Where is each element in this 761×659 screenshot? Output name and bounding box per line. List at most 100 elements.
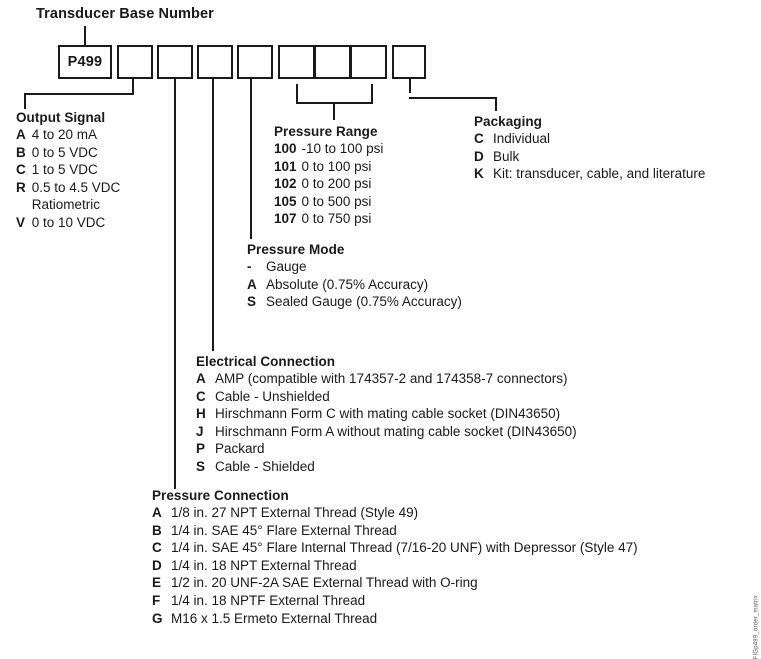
section-heading: Pressure Mode (247, 242, 345, 257)
option-desc: Packard (215, 441, 265, 457)
option-desc: Cable - Unshielded (215, 388, 330, 404)
leader-output-signal-horizontal (24, 93, 134, 95)
option-row-continuation: Ratiometric (16, 196, 120, 214)
option-row: J Hirschmann Form A without mating cable … (196, 423, 577, 441)
option-code: V (16, 214, 26, 230)
option-code: - (247, 259, 252, 274)
option-desc: 0 to 100 psi (301, 158, 372, 174)
leader-pressure-range-bracket-left (296, 84, 298, 104)
code-box-electrical-connection[interactable] (197, 45, 233, 79)
section-heading: Output Signal (16, 110, 106, 125)
option-row: V 0 to 10 VDC (16, 214, 120, 232)
leader-packaging-stub (409, 79, 411, 93)
option-code: 100 (274, 141, 297, 156)
option-desc: Gauge (266, 259, 307, 274)
option-row: 100 -10 to 100 psi (274, 140, 383, 158)
code-box-pressure-connection[interactable] (157, 45, 193, 79)
option-code: G (152, 610, 163, 626)
option-code: 107 (274, 211, 297, 227)
option-desc: Individual (493, 131, 551, 146)
code-box-pressure-mode[interactable] (237, 45, 273, 79)
option-desc: 1/4 in. SAE 45° Flare Internal Thread (7… (171, 540, 638, 556)
option-code: D (152, 557, 162, 573)
option-row: A AMP (compatible with 174357-2 and 17435… (196, 370, 577, 388)
section-heading: Electrical Connection (196, 354, 336, 369)
option-list: A AMP (compatible with 174357-2 and 17435… (196, 370, 577, 476)
option-row: -Gauge (247, 258, 462, 276)
option-desc: 0 to 750 psi (301, 211, 372, 227)
option-code: A (247, 276, 257, 292)
code-box-pressure-range-3[interactable] (350, 45, 387, 79)
option-code: P (196, 441, 206, 457)
option-code: A (16, 127, 26, 142)
option-code: R (16, 179, 26, 195)
option-desc: M16 x 1.5 Ermeto External Thread (171, 610, 378, 626)
option-code: H (196, 406, 206, 422)
option-list: A 1/8 in. 27 NPT External Thread (Style 4… (152, 504, 638, 627)
option-desc: Hirschmann Form A without mating cable s… (215, 423, 577, 439)
option-desc: 1 to 5 VDC (31, 162, 98, 178)
option-desc: 0 to 5 VDC (31, 144, 98, 160)
option-row: G M16 x 1.5 Ermeto External Thread (152, 610, 638, 628)
option-desc: 0 to 10 VDC (31, 214, 106, 230)
option-desc: 1/4 in. SAE 45° Flare External Thread (171, 522, 397, 538)
option-desc: Hirschmann Form C with mating cable sock… (215, 406, 561, 422)
option-desc: Cable - Shielded (215, 458, 315, 474)
option-code: A (196, 371, 206, 386)
option-code: K (474, 166, 484, 182)
option-row: H Hirschmann Form C with mating cable soc… (196, 405, 577, 423)
option-code: J (196, 423, 204, 439)
option-code: C (474, 131, 484, 146)
option-row: A 4 to 20 mA (16, 126, 120, 144)
leader-output-signal-stub (132, 79, 134, 93)
option-row: D Bulk (474, 148, 705, 166)
option-row: C Cable - Unshielded (196, 388, 577, 406)
option-code: F (152, 592, 161, 608)
leader-packaging-horizontal (409, 97, 497, 99)
option-desc: 1/4 in. 18 NPTF External Thread (171, 592, 366, 608)
leader-output-signal-drop (24, 93, 26, 109)
title-leader-line (84, 26, 86, 45)
option-desc: 0 to 200 psi (301, 176, 372, 192)
code-box-output-signal[interactable] (117, 45, 153, 79)
section-heading: Packaging (474, 114, 542, 129)
leader-pressure-connection (174, 79, 176, 489)
option-code (16, 196, 32, 214)
leader-pressure-range-stem (333, 102, 335, 120)
option-desc: -10 to 100 psi (301, 141, 384, 156)
option-row: P Packard (196, 440, 577, 458)
page-title: Transducer Base Number (36, 6, 214, 22)
option-desc: 0 to 500 psi (301, 193, 372, 209)
option-code: D (474, 148, 484, 164)
code-box-pressure-range-2[interactable] (314, 45, 351, 79)
section-heading: Pressure Range (274, 124, 378, 139)
option-code: C (152, 540, 162, 556)
code-box-packaging[interactable] (392, 45, 426, 79)
code-box-pressure-range-1[interactable] (278, 45, 315, 79)
leader-electrical-connection (212, 79, 214, 351)
option-code: 101 (274, 158, 297, 174)
option-desc: Bulk (493, 148, 520, 164)
option-code: C (196, 388, 206, 404)
option-code: 105 (274, 193, 297, 209)
option-desc: 1/8 in. 27 NPT External Thread (Style 49… (171, 505, 419, 520)
option-code: B (16, 144, 26, 160)
figure-caption: FIGp499_order_matrix (753, 595, 759, 659)
option-desc: AMP (compatible with 174357-2 and 174358… (215, 371, 568, 386)
option-code: A (152, 505, 162, 520)
option-desc: 4 to 20 mA (31, 127, 98, 142)
